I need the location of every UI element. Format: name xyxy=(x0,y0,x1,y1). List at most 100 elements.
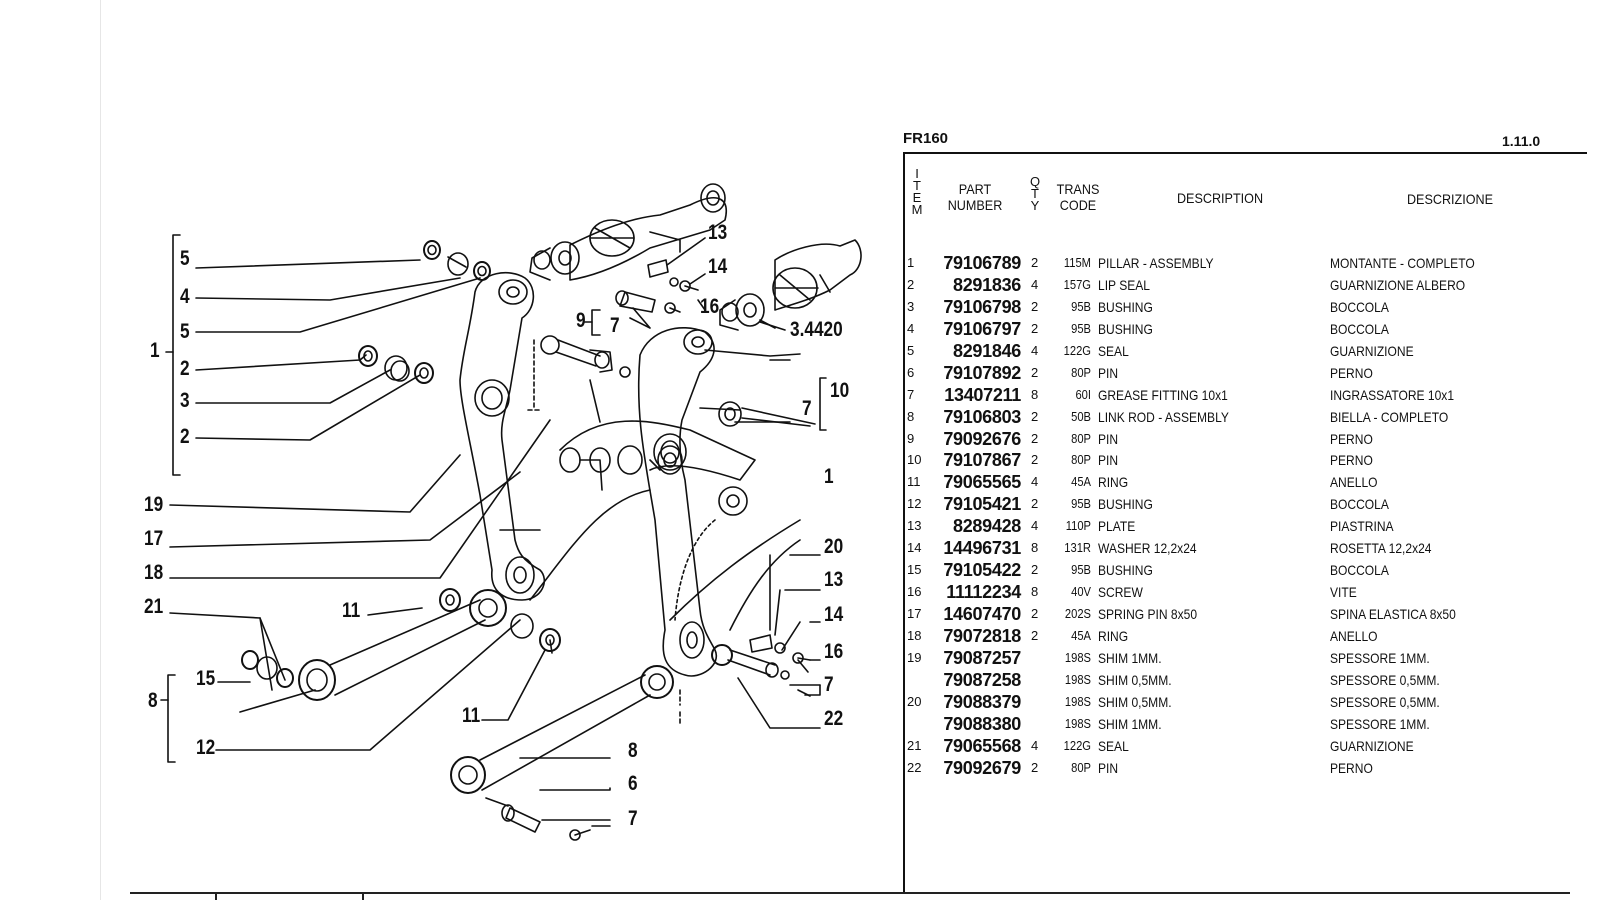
part-number: 79106798 xyxy=(943,296,1021,317)
trans-code: 110P xyxy=(1065,518,1091,534)
description-it: SPESSORE 0,5MM. xyxy=(1330,693,1440,710)
trans-code: 198S xyxy=(1064,715,1091,731)
quantity: 2 xyxy=(1031,430,1039,446)
quantity: 8 xyxy=(1031,540,1039,556)
col-header-part-line: NUMBER xyxy=(947,197,1003,213)
col-header-trans-line: TRANS xyxy=(1056,181,1100,197)
col-header-qty-letter: T xyxy=(1031,186,1039,201)
callout-13: 13 xyxy=(824,568,844,591)
quantity: 2 xyxy=(1031,759,1039,775)
col-header-part-number: PART NUMBER xyxy=(944,181,1007,213)
description-en: SEAL xyxy=(1098,737,1129,754)
part-number: 11112234 xyxy=(946,582,1021,603)
description-it: SPINA ELASTICA 8x50 xyxy=(1330,606,1456,622)
callout-1: 1 xyxy=(824,465,834,488)
col-header-description: DESCRIPTION xyxy=(1176,190,1264,206)
description-it: INGRASSATORE 10x1 xyxy=(1330,386,1455,403)
description-it: BOCCOLA xyxy=(1330,496,1389,513)
part-number: 14496731 xyxy=(943,538,1021,559)
description-en: PIN xyxy=(1098,759,1119,776)
quantity: 2 xyxy=(1031,320,1039,336)
part-number: 8289428 xyxy=(953,516,1021,537)
part-number: 79106789 xyxy=(943,253,1021,273)
description-en: SHIM 0,5MM. xyxy=(1098,671,1172,688)
bottom-tick xyxy=(362,892,364,900)
item-number: 19 xyxy=(907,649,922,665)
description-en: RING xyxy=(1098,627,1129,644)
quantity: 2 xyxy=(1031,606,1039,621)
quantity: 4 xyxy=(1031,474,1039,490)
part-number: 79087258 xyxy=(943,669,1021,690)
callout-15: 15 xyxy=(196,667,216,690)
callout-10: 10 xyxy=(830,379,850,402)
trans-code: 40V xyxy=(1071,584,1091,600)
item-number: 21 xyxy=(907,737,922,753)
quantity: 2 xyxy=(1031,298,1039,314)
col-header-item: I T E M xyxy=(911,166,923,216)
description-it: BOCCOLA xyxy=(1330,298,1389,315)
description-it: ANELLO xyxy=(1330,627,1378,644)
item-number: 13 xyxy=(907,518,922,534)
quantity: 4 xyxy=(1031,518,1039,534)
col-header-item-letter: I xyxy=(915,166,919,181)
quantity: 2 xyxy=(1031,452,1039,468)
description-en: BUSHING xyxy=(1098,496,1153,513)
callout-5: 5 xyxy=(180,320,190,343)
callout-7: 7 xyxy=(610,314,620,337)
quantity: 2 xyxy=(1031,496,1039,512)
description-it: ANELLO xyxy=(1330,474,1378,491)
callout-17: 17 xyxy=(144,527,164,550)
description-en: GREASE FITTING 10x1 xyxy=(1098,386,1228,403)
description-en: SCREW xyxy=(1098,584,1143,601)
description-it: PIASTRINA xyxy=(1330,518,1394,535)
part-number: 79072818 xyxy=(943,625,1021,646)
callout-3-4420: 3.4420 xyxy=(790,318,843,341)
part-number: 79107892 xyxy=(943,362,1021,383)
trans-code: 45A xyxy=(1071,627,1091,643)
part-number: 79092679 xyxy=(943,757,1021,778)
quantity: 4 xyxy=(1031,276,1039,292)
description-en: SHIM 1MM. xyxy=(1098,715,1162,732)
callout-4: 4 xyxy=(180,285,190,308)
description-en: BUSHING xyxy=(1098,298,1153,315)
diagram-drawing xyxy=(160,183,862,841)
callout-9: 9 xyxy=(576,309,586,332)
part-number: 79088380 xyxy=(943,713,1021,734)
item-number: 15 xyxy=(907,562,922,578)
description-it: PERNO xyxy=(1330,759,1373,776)
quantity: 2 xyxy=(1031,364,1039,380)
quantity: 2 xyxy=(1031,627,1039,643)
item-number: 11 xyxy=(907,474,921,490)
description-en: WASHER 12,2x24 xyxy=(1098,540,1197,557)
callout-7: 7 xyxy=(628,807,638,830)
description-en: LINK ROD - ASSEMBLY xyxy=(1098,408,1229,425)
callout-2: 2 xyxy=(180,425,190,448)
description-en: SPRING PIN 8x50 xyxy=(1098,606,1198,622)
part-number: 79107867 xyxy=(943,450,1021,471)
trans-code: 80P xyxy=(1071,452,1091,468)
quantity: 2 xyxy=(1031,408,1039,424)
item-number: 10 xyxy=(907,452,922,468)
trans-code: 198S xyxy=(1064,693,1091,709)
description-en: BUSHING xyxy=(1098,562,1153,579)
col-header-item-letter: T xyxy=(913,178,921,193)
part-number: 14607470 xyxy=(943,604,1021,624)
trans-code: 95B xyxy=(1071,496,1091,512)
bottom-tick xyxy=(215,892,217,900)
part-number: 79088379 xyxy=(943,691,1021,712)
callout-8: 8 xyxy=(628,739,638,762)
quantity: 4 xyxy=(1031,342,1039,358)
callout-8: 8 xyxy=(148,689,158,712)
